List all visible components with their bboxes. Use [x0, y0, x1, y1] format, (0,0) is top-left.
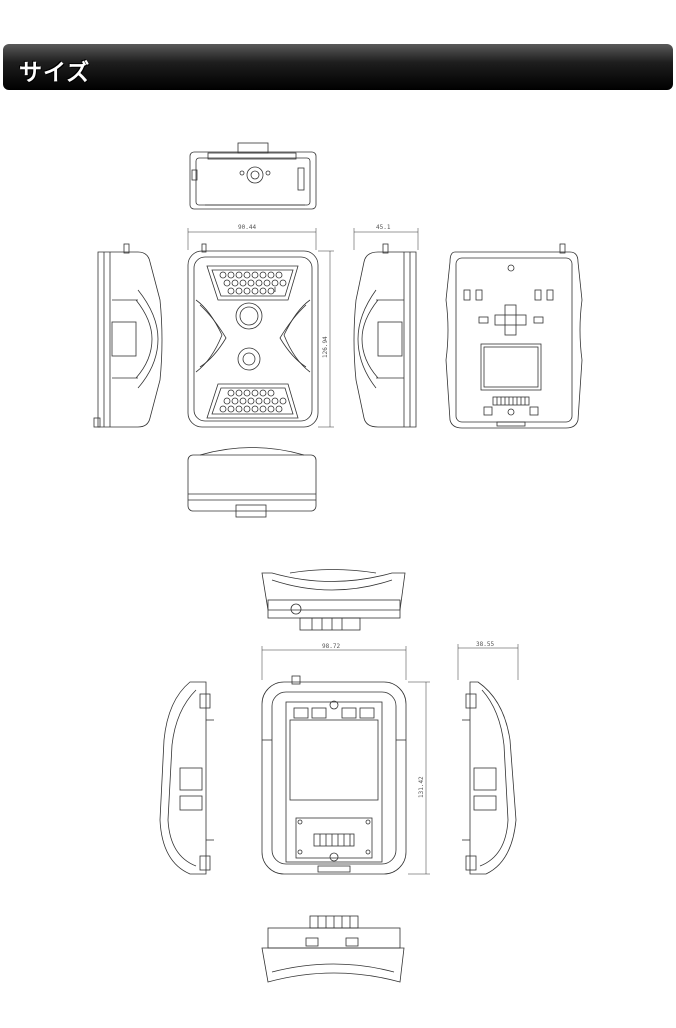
camera-bottom-view	[187, 447, 317, 518]
ir-led-array-bottom	[219, 389, 287, 413]
camera-depth-dimension	[353, 228, 419, 250]
mount-width-label: 98.72	[322, 643, 340, 650]
mount-right-side-view	[462, 681, 517, 875]
mount-height-label: 131.42	[418, 776, 425, 798]
camera-back-view	[445, 243, 583, 429]
camera-height-label: 126.94	[322, 336, 329, 358]
mount-bottom-view	[261, 915, 405, 983]
mount-width-dimension	[261, 646, 407, 680]
mount-front-view	[261, 675, 407, 875]
camera-front-view	[187, 243, 319, 428]
mount-top-view	[261, 569, 406, 631]
mount-left-side-view	[159, 681, 214, 875]
mount-depth-dimension	[457, 644, 519, 680]
section-header: サイズ	[3, 44, 673, 90]
camera-depth-label: 45.1	[376, 224, 391, 231]
camera-left-side-view	[93, 243, 163, 428]
mount-height-dimension	[408, 681, 430, 875]
camera-right-side-view	[353, 243, 417, 428]
mount-depth-label: 38.55	[476, 641, 494, 648]
camera-top-view	[189, 142, 317, 210]
ir-led-array-top	[219, 271, 287, 295]
section-title: サイズ	[19, 59, 91, 85]
camera-width-dimension	[187, 228, 317, 250]
camera-width-label: 90.44	[238, 224, 256, 231]
camera-height-dimension	[318, 250, 334, 428]
